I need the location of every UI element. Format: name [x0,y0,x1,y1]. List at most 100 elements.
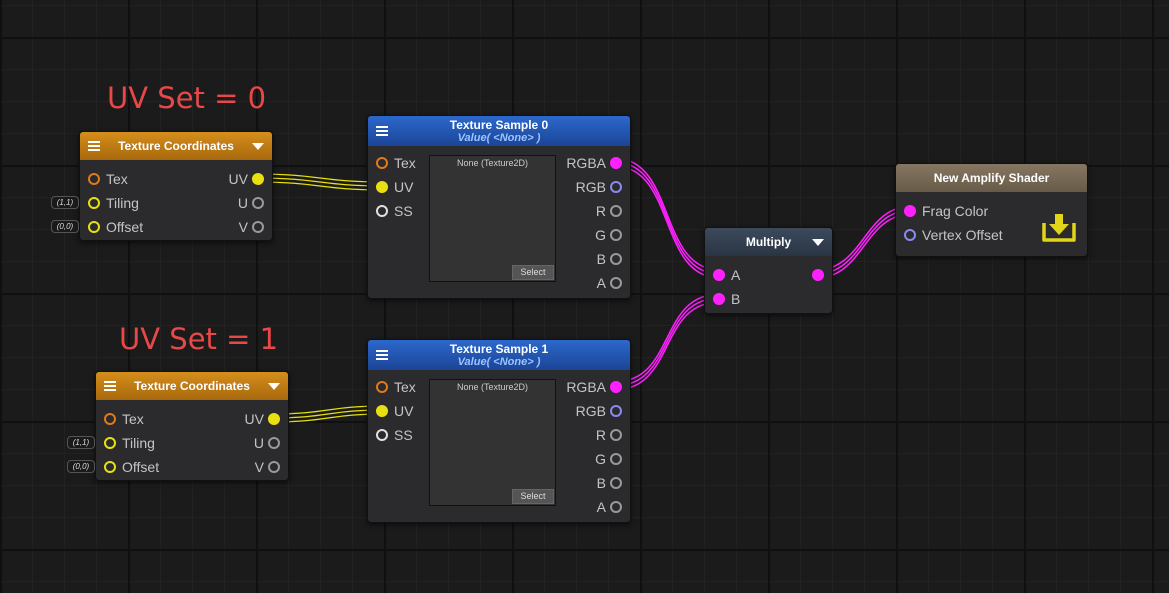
output-pin-v[interactable] [268,461,280,473]
texture-sample-node-0[interactable]: Texture Sample 0 Value( <None> ) Tex UV … [367,115,631,299]
dropdown-arrow-icon[interactable] [268,383,280,390]
menu-icon[interactable] [376,350,388,360]
input-pin-vertex-offset[interactable] [904,229,916,241]
port-label: A [731,267,741,283]
port-label: Tex [122,411,144,427]
input-pin-tex[interactable] [88,173,100,185]
output-pin-u[interactable] [268,437,280,449]
port-label: A [596,275,606,291]
dropdown-arrow-icon[interactable] [252,143,264,150]
input-pin-ss[interactable] [376,205,388,217]
input-pin-offset[interactable] [104,461,116,473]
input-pin-ss[interactable] [376,429,388,441]
texture-preview[interactable]: None (Texture2D) Select [429,155,556,282]
input-pin-frag-color[interactable] [904,205,916,217]
output-pin-g[interactable] [610,453,622,465]
select-button[interactable]: Select [512,489,554,504]
output-pin-b[interactable] [610,477,622,489]
output-pin-r[interactable] [610,429,622,441]
annotation-uv-set-0: UV Set = 0 [107,81,267,115]
port-label: A [596,499,606,515]
output-pin-a[interactable] [610,277,622,289]
port-label: UV [394,179,414,195]
output-pin-uv[interactable] [252,173,264,185]
port-label: V [254,459,264,475]
tiling-value-field[interactable]: (1,1) [67,436,95,449]
output-pin-rgba[interactable] [610,157,622,169]
output-pin[interactable] [812,269,824,281]
input-pin-uv[interactable] [376,405,388,417]
texture-preview[interactable]: None (Texture2D) Select [429,379,556,506]
menu-icon[interactable] [88,141,100,151]
output-pin-rgb[interactable] [610,405,622,417]
port-label: UV [394,403,414,419]
input-pin-uv[interactable] [376,181,388,193]
input-pin-tiling[interactable] [104,437,116,449]
texture-coordinates-node-0[interactable]: Texture Coordinates Tex Tiling Offset UV… [79,131,273,241]
texture-sample-node-1[interactable]: Texture Sample 1 Value( <None> ) Tex UV … [367,339,631,523]
tiling-value-field[interactable]: (1,1) [51,196,79,209]
port-label: G [595,451,606,467]
node-subtitle: Value( <None> ) [457,132,541,144]
node-subtitle: Value( <None> ) [457,356,541,368]
menu-icon[interactable] [376,126,388,136]
select-button[interactable]: Select [512,265,554,280]
node-title: Multiply [745,235,792,249]
menu-icon[interactable] [104,381,116,391]
output-pin-r[interactable] [610,205,622,217]
port-label: Offset [122,459,160,475]
dropdown-arrow-icon[interactable] [812,239,824,246]
port-label: Tex [394,379,416,395]
port-label: SS [394,427,413,443]
input-pin-offset[interactable] [88,221,100,233]
node-header[interactable]: Texture Coordinates [96,372,288,400]
port-label: RGBA [566,155,606,171]
output-pin-uv[interactable] [268,413,280,425]
input-pin-tex[interactable] [104,413,116,425]
output-pin-rgba[interactable] [610,381,622,393]
offset-value-field[interactable]: (0,0) [51,220,79,233]
port-label: B [596,251,606,267]
output-pin-a[interactable] [610,501,622,513]
port-label: RGBA [566,379,606,395]
port-label: UV [244,411,264,427]
wire-uv-0 [255,173,385,191]
output-pin-b[interactable] [610,253,622,265]
annotation-uv-set-1: UV Set = 1 [119,322,279,356]
node-title: Texture Coordinates [134,379,250,393]
port-label: Tex [394,155,416,171]
output-pin-u[interactable] [252,197,264,209]
preview-label: None (Texture2D) [456,382,529,392]
output-pin-g[interactable] [610,229,622,241]
port-label: RGB [575,403,606,419]
texture-coordinates-node-1[interactable]: Texture Coordinates Tex Tiling Offset UV… [95,371,289,481]
multiply-node[interactable]: Multiply A B [704,227,833,314]
node-header[interactable]: New Amplify Shader [896,164,1087,192]
port-label: Tiling [106,195,139,211]
port-label: B [596,475,606,491]
input-pin-tiling[interactable] [88,197,100,209]
offset-value-field[interactable]: (0,0) [67,460,95,473]
node-title: New Amplify Shader [933,171,1050,185]
port-label: V [238,219,248,235]
download-tray-icon[interactable] [1041,211,1077,245]
port-label: U [253,435,264,451]
port-label: R [595,427,606,443]
input-pin-tex[interactable] [376,381,388,393]
node-header[interactable]: Texture Coordinates [80,132,272,160]
port-label: Tex [106,171,128,187]
port-label: Frag Color [922,203,989,219]
input-pin-tex[interactable] [376,157,388,169]
input-pin-a[interactable] [713,269,725,281]
output-pin-rgb[interactable] [610,181,622,193]
node-header[interactable]: Multiply [705,228,832,256]
output-node[interactable]: New Amplify Shader Frag Color Vertex Off… [895,163,1088,257]
port-label: Offset [106,219,144,235]
node-header[interactable]: Texture Sample 1 Value( <None> ) [368,340,630,370]
node-header[interactable]: Texture Sample 0 Value( <None> ) [368,116,630,146]
port-label: UV [228,171,248,187]
port-label: Vertex Offset [922,227,1003,243]
output-pin-v[interactable] [252,221,264,233]
input-pin-b[interactable] [713,293,725,305]
node-title: Texture Sample 1 [449,342,549,356]
